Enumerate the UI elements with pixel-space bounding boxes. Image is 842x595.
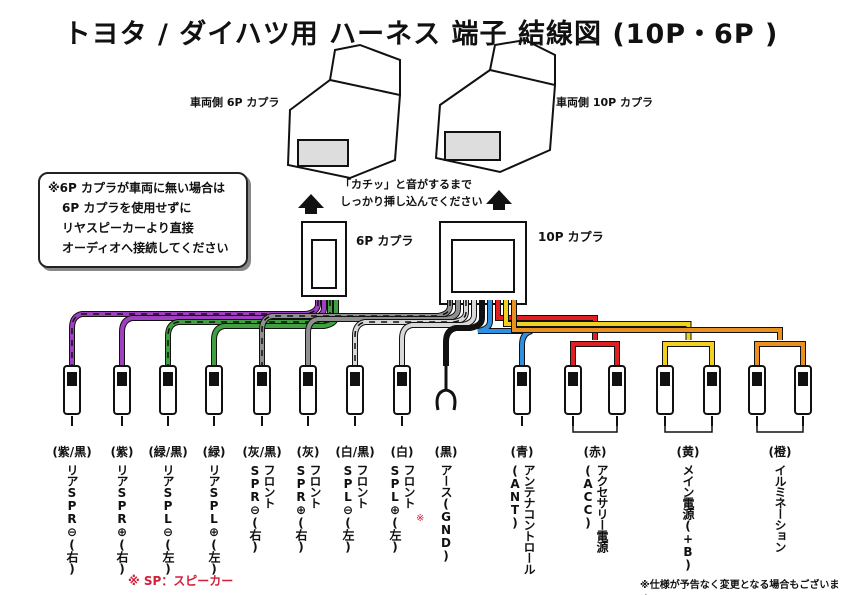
- sp-note: ※ SP：スピーカー: [128, 574, 234, 588]
- terminal: [113, 365, 131, 426]
- click-note: 「カチッ」と音がするまで しっかり挿し込んでください: [340, 176, 482, 210]
- arrow-up-icon: [298, 194, 324, 214]
- wire: [512, 300, 805, 366]
- click-note-line: しっかり挿し込んでください: [340, 195, 483, 208]
- wire-color-label: (緑/黒): [148, 445, 188, 459]
- vehicle-6p-connector-drawing: [286, 43, 402, 180]
- terminal: [564, 365, 582, 426]
- terminal: [393, 365, 411, 426]
- note-line: オーディオへ接続してください: [62, 241, 229, 255]
- connector-10p: [439, 221, 527, 305]
- wire-stripe: [354, 300, 467, 366]
- terminal: [299, 365, 317, 426]
- wire-color-label: (白): [390, 445, 414, 459]
- vehicle-10p-label: 車両側 10P カプラ: [556, 96, 654, 109]
- wire: [400, 300, 476, 366]
- wire-function-label: アンテナコントロール(ANT): [508, 464, 536, 574]
- pair-bracket: [664, 426, 713, 433]
- terminal: [159, 365, 177, 426]
- click-note-line: 「カチッ」と音がするまで: [340, 178, 472, 191]
- terminal: [346, 365, 364, 426]
- wire-function-label: リアSPL⊖(左): [161, 464, 175, 575]
- wire-color-label: (紫/黒): [52, 445, 92, 459]
- note-line: リヤスピーカーより直接: [62, 221, 194, 235]
- connector-10p-label: 10P カプラ: [538, 230, 604, 244]
- wire-function-label: アクセサリー電源(ACC): [581, 464, 609, 552]
- terminal: [513, 365, 531, 426]
- connector-6p: [301, 221, 347, 297]
- wire-color-label: (青): [510, 445, 534, 459]
- wire-color-label: (灰): [296, 445, 320, 459]
- wire-function-label: リアSPL⊕(左): [207, 464, 221, 575]
- note-line: 6P カプラを使用せずに: [62, 201, 192, 215]
- pair-bracket: [572, 426, 618, 433]
- wire-color-label: (緑): [202, 445, 226, 459]
- wire: [477, 300, 533, 366]
- terminal: [794, 365, 812, 426]
- wire-color-label: (紫): [110, 445, 134, 459]
- wire-function-label: フロントSPR⊖(右): [248, 464, 276, 553]
- terminal: [703, 365, 721, 426]
- wire-color-label: (赤): [583, 445, 607, 459]
- terminal: [748, 365, 766, 426]
- wire: [444, 300, 484, 366]
- wire-color-label: (白/黒): [335, 445, 375, 459]
- wire: [120, 300, 326, 366]
- vehicle-10p-connector-drawing: [434, 38, 557, 174]
- wire-function-label: リアSPR⊖(右): [65, 464, 79, 575]
- wire-stripe: [71, 300, 319, 366]
- pair-bracket: [756, 426, 804, 433]
- wire-outline: [69, 300, 321, 366]
- note-line: ※6P カプラが車両に無い場合は: [48, 181, 225, 195]
- wire-color-label: (灰/黒): [242, 445, 282, 459]
- wire-color-label: (黒): [434, 445, 458, 459]
- wire-color-label: (橙): [768, 445, 792, 459]
- sp-asterisk: ※: [416, 513, 425, 524]
- wire-outline: [511, 300, 806, 366]
- terminal: [253, 365, 271, 426]
- note-box: ※6P カプラが車両に無い場合は 6P カプラを使用せずに リヤスピーカーより直…: [38, 172, 248, 268]
- arrow-up-icon: [486, 190, 512, 210]
- wire-function-label: フロントSPL⊖(左): [341, 464, 369, 553]
- connector-6p-label: 6P カプラ: [356, 234, 414, 248]
- wire-function-label: リアSPR⊕(右): [115, 464, 129, 575]
- wire-outline: [119, 300, 327, 366]
- terminal: [608, 365, 626, 426]
- page-title: トヨタ / ダイハツ用 ハーネス 端子 結線図 (10P・6P ): [63, 19, 779, 50]
- wire-function-label: フロントSPL⊕(左): [388, 464, 416, 553]
- wire-function-label: イルミネーション: [773, 464, 787, 552]
- spec-note: ※仕様が予告なく変更となる場合もございます: [640, 580, 840, 591]
- wire-function-label: フロントSPR⊕(右): [294, 464, 322, 553]
- terminal: [656, 365, 674, 426]
- terminal: [63, 365, 81, 426]
- wire-function-label: メイン電源(+B): [681, 464, 695, 571]
- terminal: [205, 365, 223, 426]
- vehicle-6p-label: 車両側 6P カプラ: [190, 96, 280, 109]
- ground-lug-terminal: [435, 364, 457, 411]
- wire-function-label: アース(GND): [439, 464, 453, 562]
- wire-color-label: (黄): [676, 445, 700, 459]
- wire: [70, 300, 320, 366]
